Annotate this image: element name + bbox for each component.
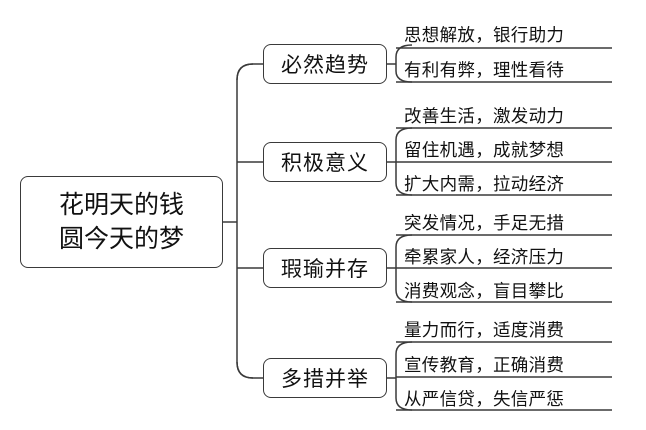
leaf-2-3: 扩大内需，拉动经济 (404, 175, 565, 195)
leaf-3-2: 牵累家人，经济压力 (404, 248, 565, 268)
leaf-4-1: 量力而行，适度消费 (404, 321, 565, 341)
branch-node-3: 瑕瑜并存 (263, 248, 387, 288)
root-line-1: 花明天的钱 (58, 190, 184, 219)
trunk-curve-top (236, 63, 263, 81)
leaf-2-1: 改善生活，激发动力 (404, 107, 565, 127)
bracket-4 (387, 341, 413, 411)
branch-node-2: 积极意义 (263, 142, 387, 182)
root-line-2: 圆今天的梦 (58, 224, 184, 253)
leaf-1-2: 有利有弊，理性看待 (404, 61, 565, 81)
bracket-1 (387, 44, 413, 83)
leaf-4-2: 宣传教育，正确消费 (404, 356, 565, 376)
leaf-4-3: 从严信贷，失信严惩 (404, 390, 565, 410)
branch-node-1: 必然趋势 (263, 44, 387, 84)
trunk-curve-bottom (236, 361, 263, 379)
leaf-3-1: 突发情况，手足无措 (404, 214, 565, 234)
root-node: 花明天的钱 圆今天的梦 (20, 176, 223, 268)
trunk-line (236, 63, 254, 379)
leaf-2-2: 留住机遇，成就梦想 (404, 141, 565, 161)
branch-node-4: 多措并举 (263, 358, 387, 398)
leaf-3-3: 消费观念，盲目攀比 (404, 282, 565, 302)
leaf-1-1: 思想解放，银行助力 (404, 26, 565, 46)
